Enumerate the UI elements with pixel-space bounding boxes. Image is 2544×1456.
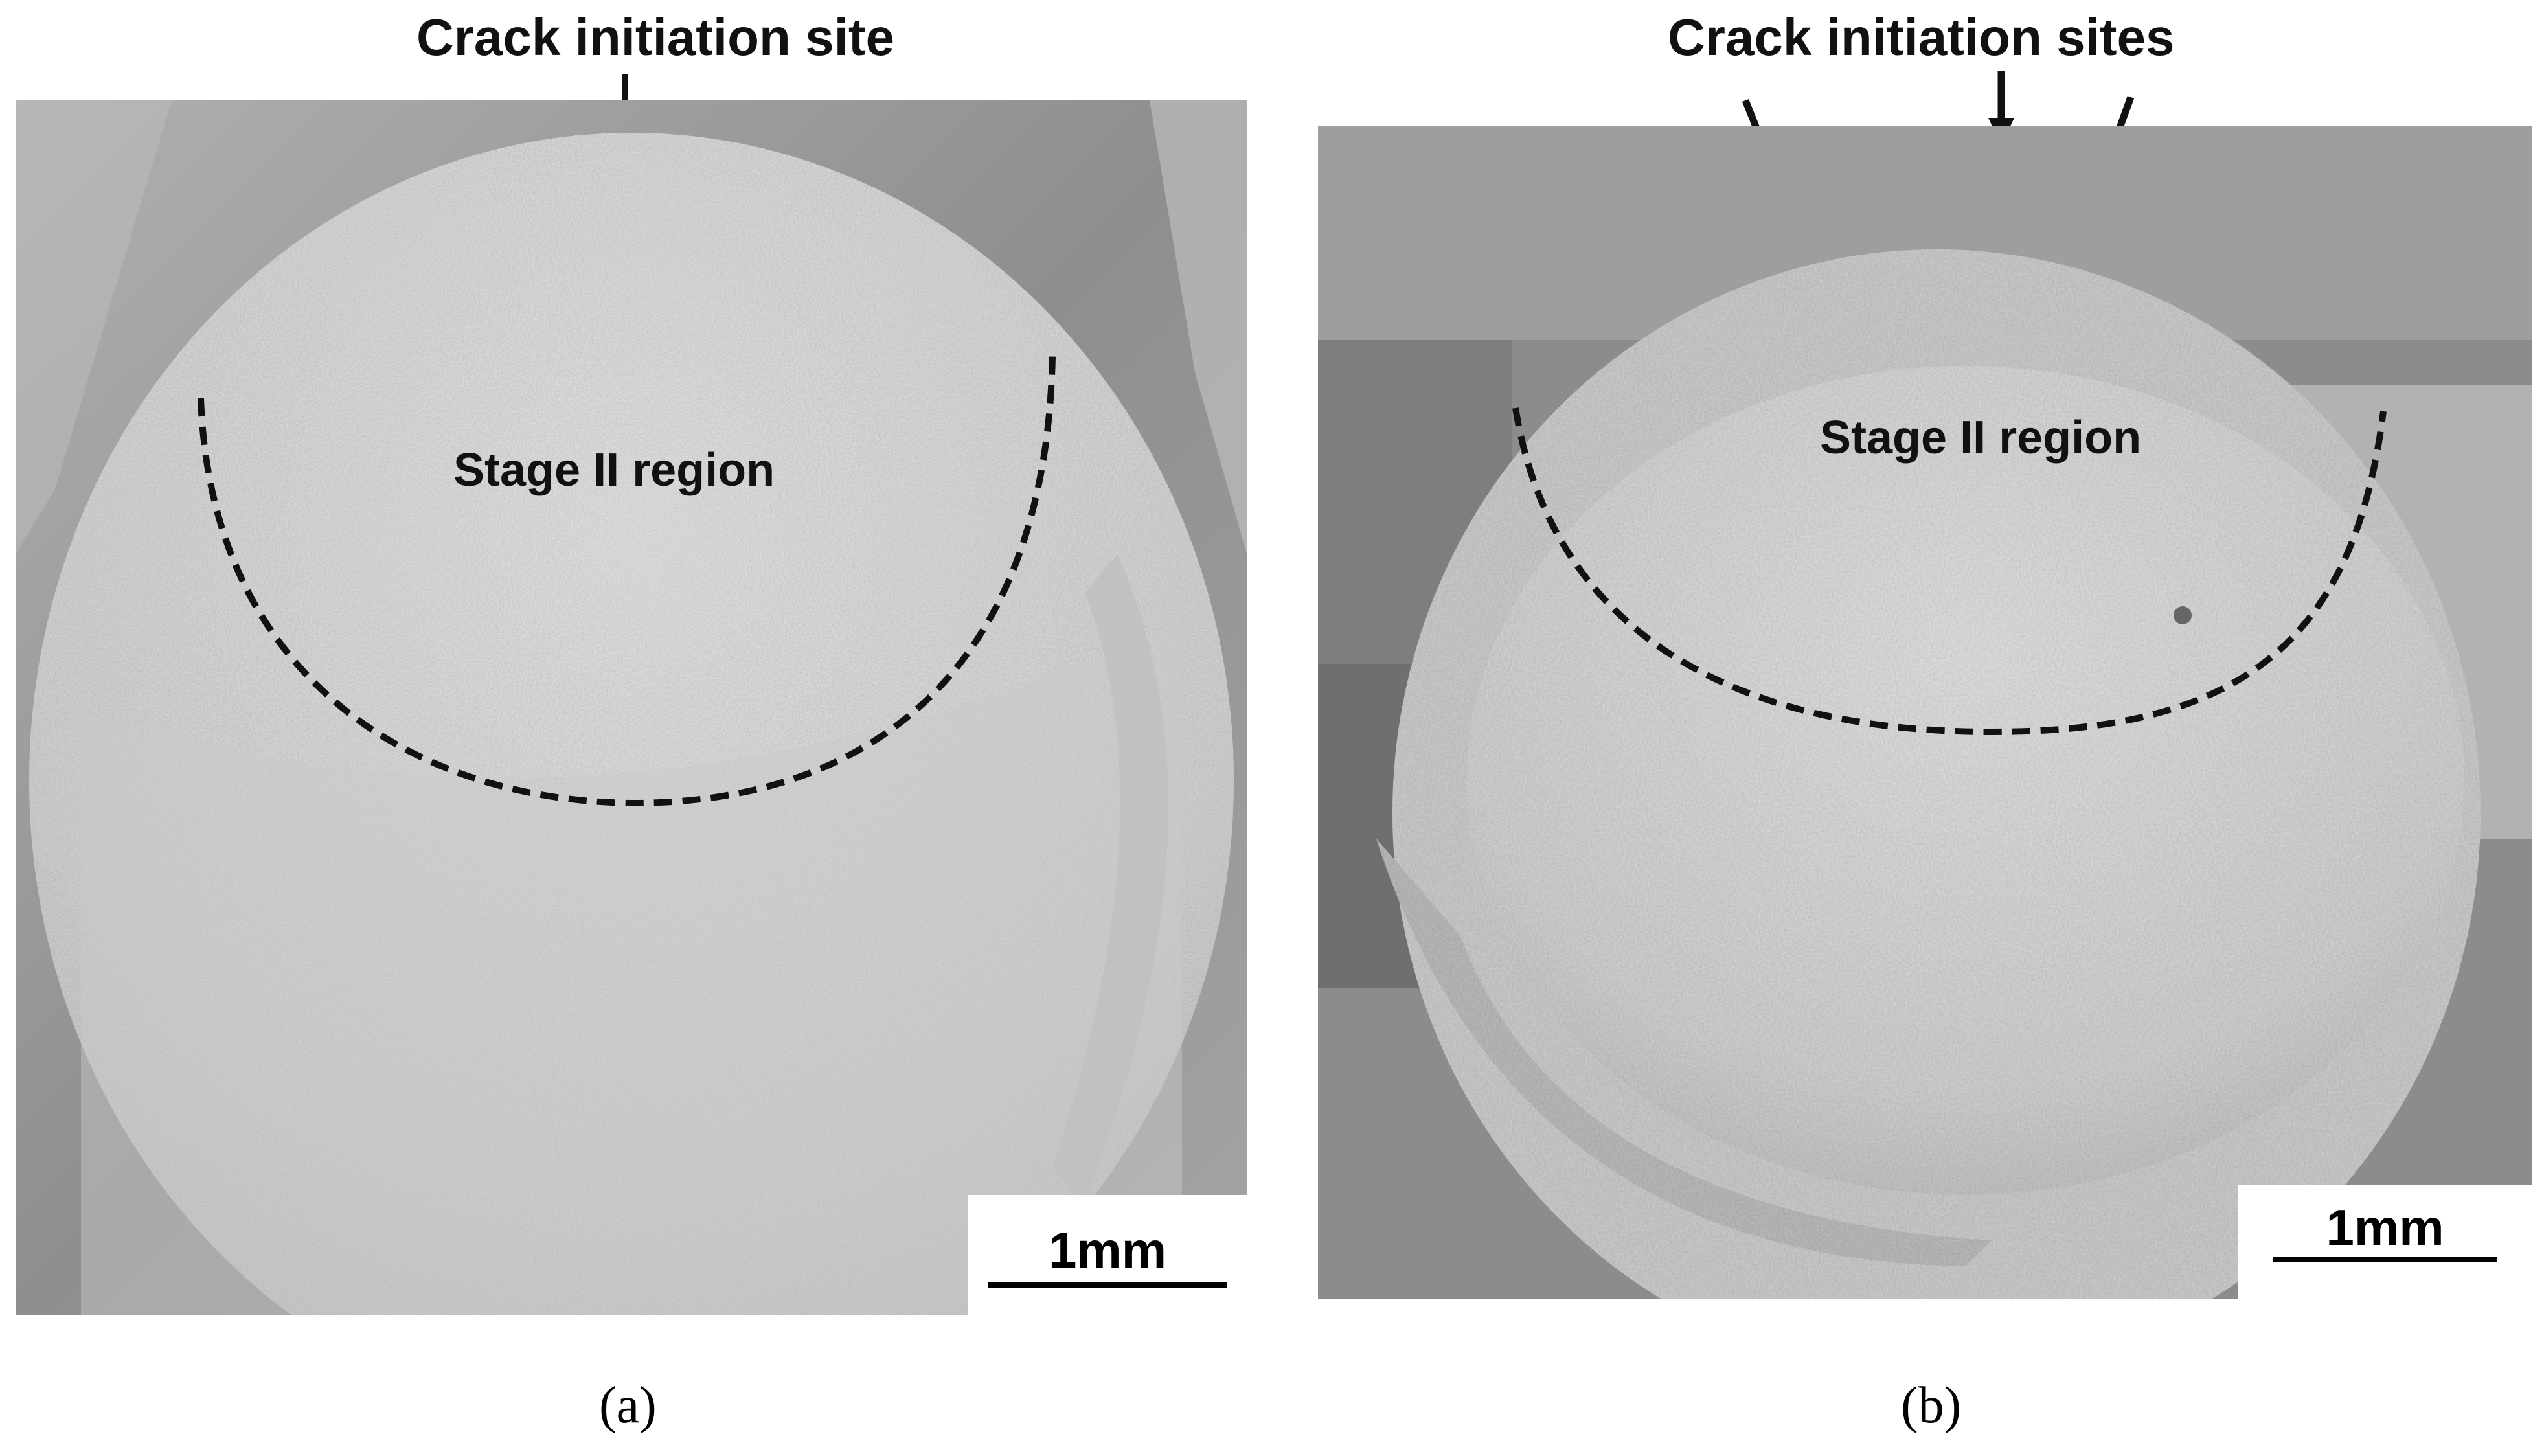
panel-b-sem-image: Stage II region 1mm [1318,126,2532,1299]
panel-a-sem-image: Stage II region 1mm [16,100,1247,1315]
panel-a-stage-ii-label: Stage II region [453,444,775,496]
panel-a-scale-box: 1mm [968,1195,1247,1315]
panel-a-title: Crack initiation site [416,8,894,66]
panel-b-caption: (b) [1901,1377,1962,1434]
panel-b-scale-box: 1mm [2238,1185,2532,1299]
panel-b-title: Crack initiation sites [1668,8,2175,66]
panel-b-stage-ii-label: Stage II region [1820,412,2142,464]
panel-b-scale-bar [2273,1257,2497,1262]
panel-a-scale-label: 1mm [1048,1222,1167,1279]
panel-a-scale-bar [988,1282,1227,1288]
panel-b-scale-label: 1mm [2326,1199,2444,1256]
panel-a-caption: (a) [599,1377,657,1434]
